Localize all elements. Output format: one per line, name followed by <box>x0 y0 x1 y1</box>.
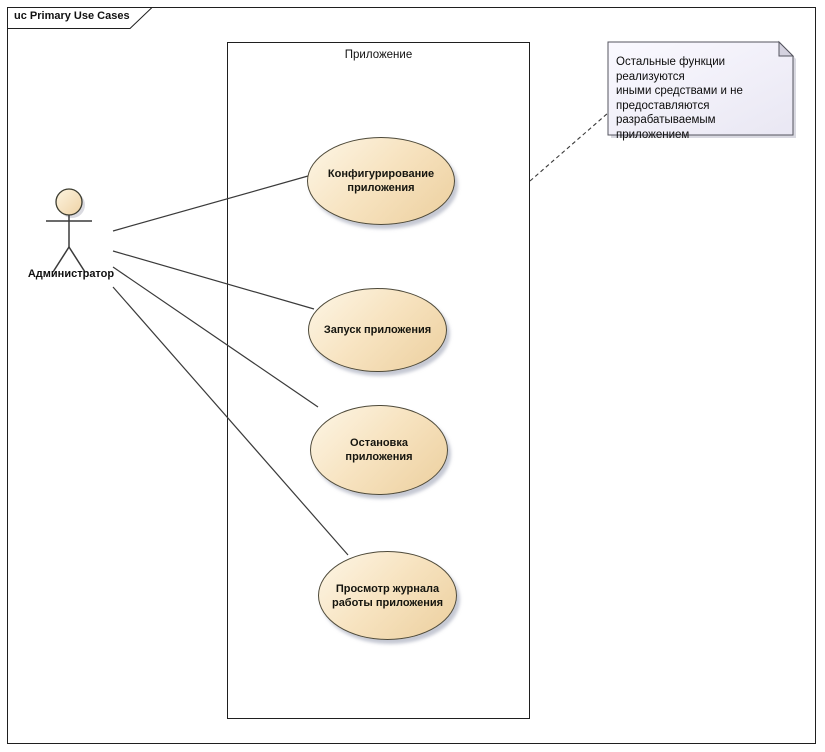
use-case-label: Остановка приложения <box>345 437 413 463</box>
frame-tab <box>7 7 154 29</box>
note-fold-corner-icon <box>778 40 795 57</box>
note-body <box>607 41 794 136</box>
note-text-line: иными средствами и не <box>616 85 743 97</box>
use-case-label: Просмотр журнала работы приложения <box>331 582 444 609</box>
note-text-line: разрабатываемым приложением <box>616 114 716 141</box>
use-case-view-log[interactable]: Просмотр журнала работы приложения <box>318 551 457 640</box>
actor-leg-left <box>52 246 70 273</box>
use-case-stop[interactable]: Остановка приложения <box>310 405 448 495</box>
association-actor-stop <box>112 266 319 408</box>
actor-head <box>55 188 83 216</box>
note-text-line: Остальные функции реализуются <box>616 56 726 83</box>
note-anchor-line <box>529 112 609 182</box>
association-actor-configure <box>112 175 309 232</box>
actor-figure[interactable] <box>46 188 92 273</box>
use-case-label: Запуск приложения <box>323 324 432 336</box>
system-boundary-label: Приложение <box>344 49 413 61</box>
frame-tab-label: uc Primary Use Cases <box>14 10 130 22</box>
use-case-label: Конфигурирование приложения <box>327 168 435 194</box>
actor-label: Администратор <box>27 268 115 280</box>
use-case-configure[interactable]: Конфигурирование приложения <box>307 137 455 225</box>
actor-leg-right <box>68 246 86 273</box>
association-actor-start <box>112 250 315 310</box>
note-text: Остальные функции реализуются иными сред… <box>616 55 792 142</box>
note-text-line: предоставляются <box>616 99 710 112</box>
use-case-start[interactable]: Запуск приложения <box>308 288 447 372</box>
note[interactable] <box>607 40 796 138</box>
association-actor-viewlog <box>112 286 349 556</box>
frame-border <box>7 7 816 744</box>
